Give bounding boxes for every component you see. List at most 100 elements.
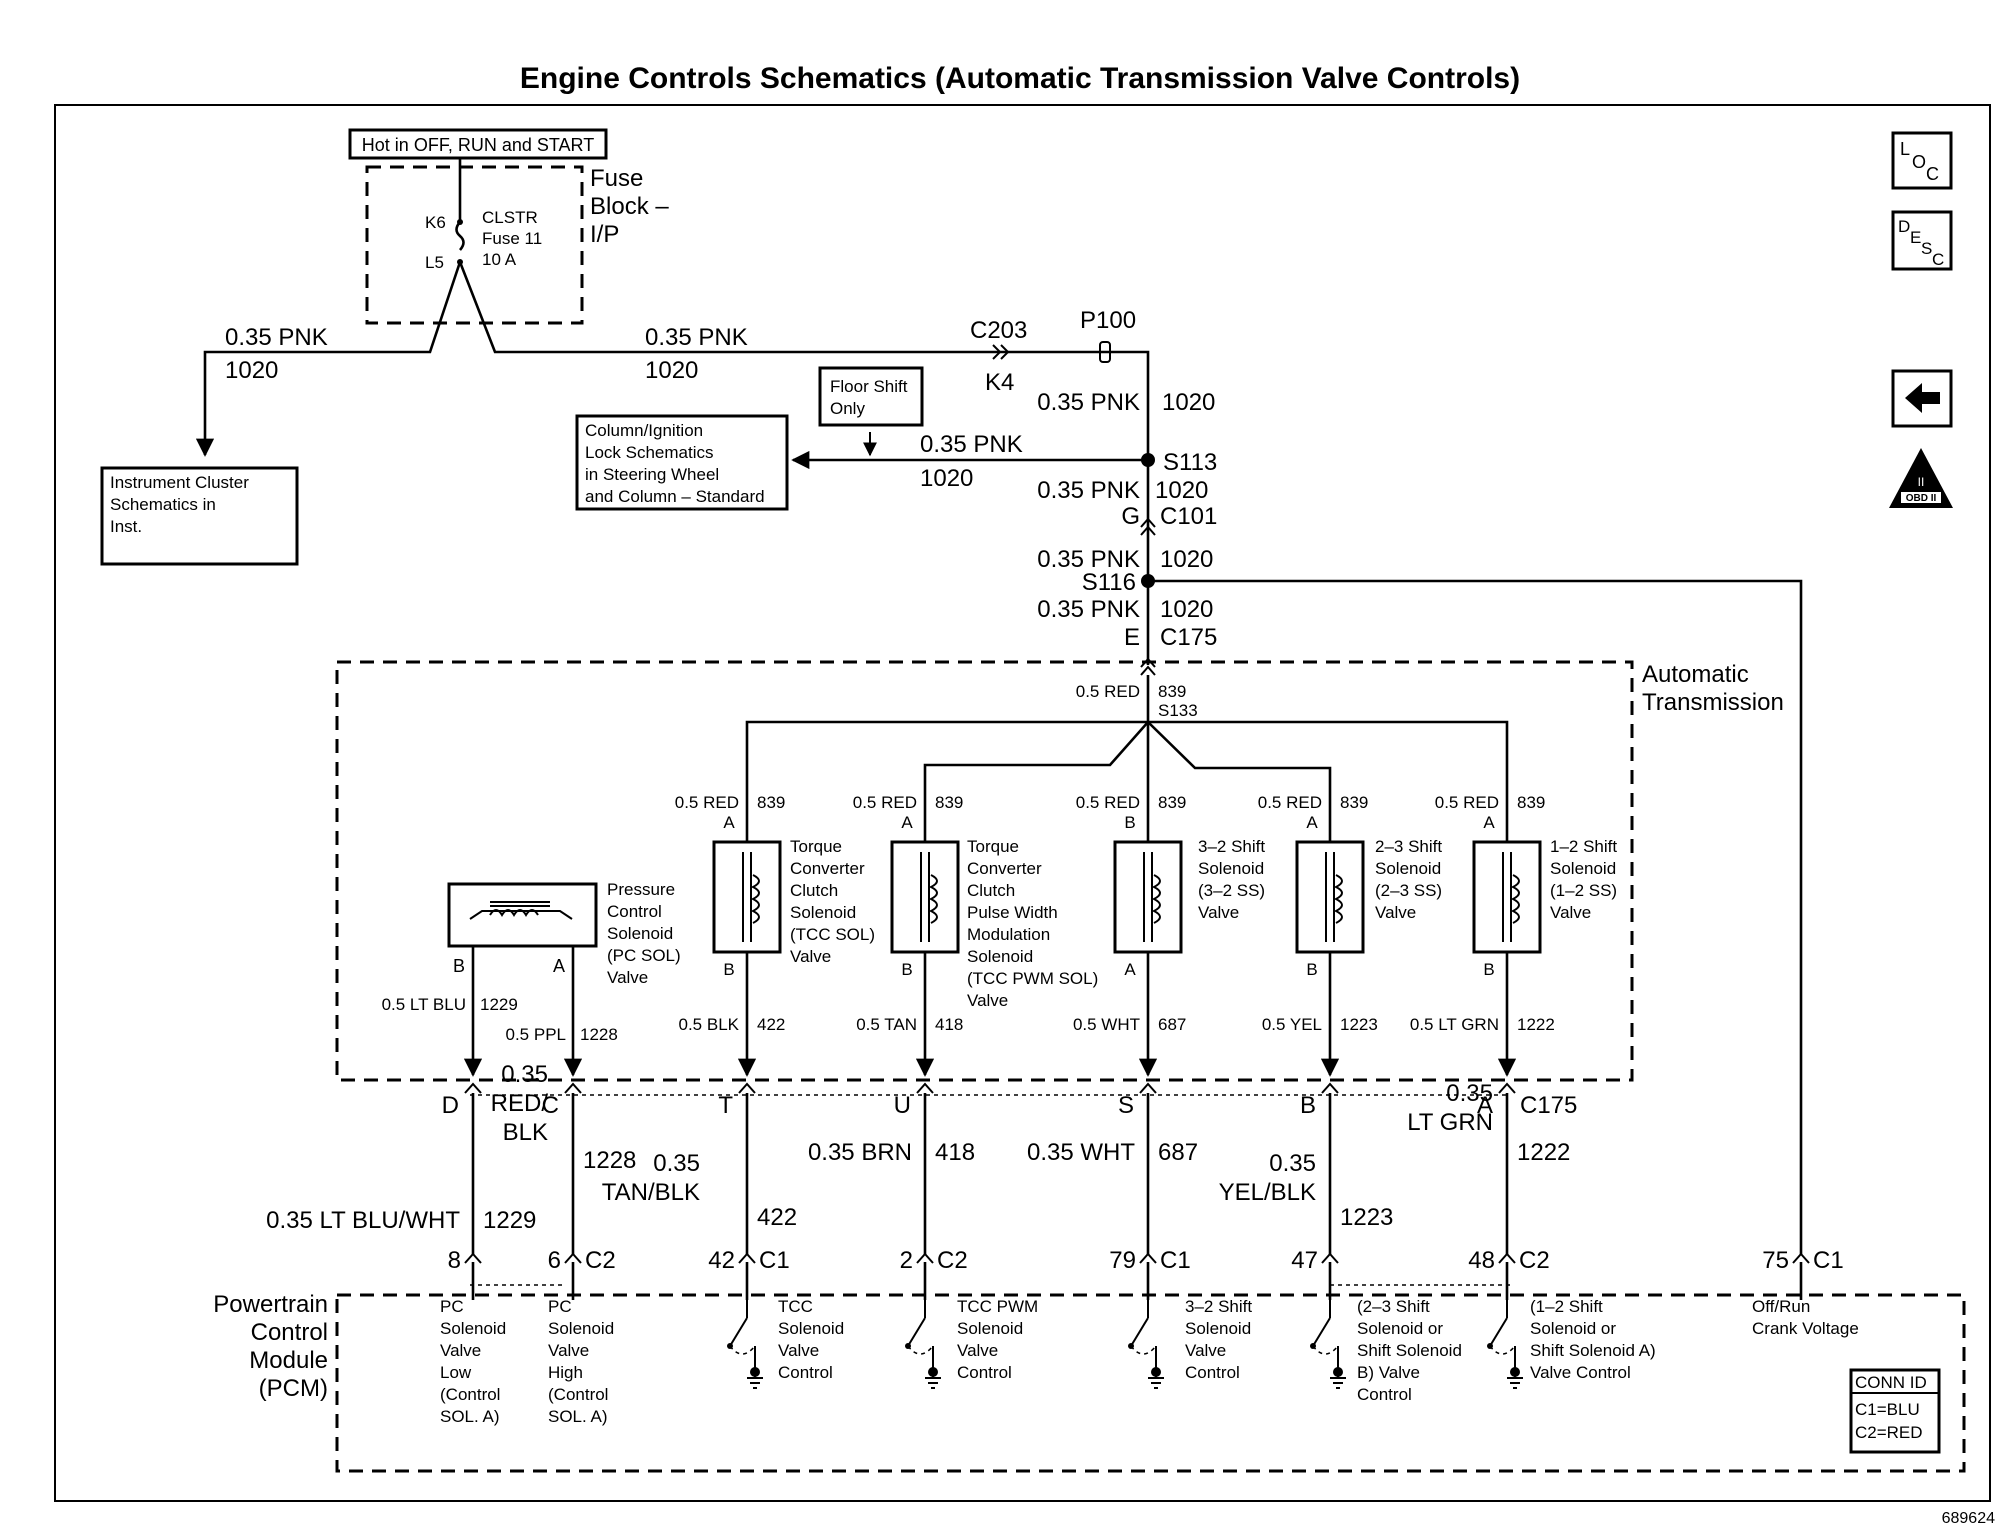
- switch-dotted: [729, 1345, 756, 1355]
- solenoid-body: [890, 840, 960, 954]
- pcm-pin: 47: [1291, 1247, 1318, 1274]
- circuit-label: 1020: [1160, 546, 1213, 573]
- switch-dotted: [1130, 1345, 1157, 1355]
- conn-id-c1: C1=BLU: [1855, 1400, 1920, 1419]
- splice-label: S133: [1158, 701, 1198, 720]
- circuit-label: 1020: [645, 357, 698, 384]
- wire-label: 0.5 RED: [1258, 793, 1322, 812]
- solenoid-name: (1–2 SS): [1550, 881, 1617, 900]
- circuit-label: 1222: [1517, 1015, 1555, 1034]
- pcm-function: TCC PWM: [957, 1297, 1038, 1316]
- connector-pin: D: [442, 1092, 459, 1119]
- solenoid-name: Valve: [1550, 903, 1591, 922]
- back-arrow-icon[interactable]: [1891, 369, 1953, 428]
- hot-label-box: [348, 128, 608, 160]
- pcm-function: Control: [1357, 1385, 1412, 1404]
- solenoid-core: [1143, 852, 1153, 942]
- wire-label: 0.35 WHT: [1027, 1139, 1135, 1166]
- solenoid-name: Converter: [967, 859, 1042, 878]
- loc-icon[interactable]: LOC: [1891, 131, 1953, 190]
- pcm-function: (Control: [440, 1385, 500, 1404]
- solenoid-core: [1502, 852, 1512, 942]
- connector-arrow: [738, 1252, 756, 1264]
- box-line: Only: [830, 399, 865, 418]
- ground-icon: [750, 1367, 760, 1377]
- wire-label: 0.35 PNK: [1037, 596, 1140, 623]
- pcm-function: Valve Control: [1530, 1363, 1631, 1382]
- connector-pin: G: [1121, 503, 1140, 530]
- p100-icon: [1099, 341, 1111, 363]
- solenoid-name: (TCC PWM SOL): [967, 969, 1098, 988]
- wire-label: 0.5 RED: [853, 793, 917, 812]
- switch-dotted: [1489, 1345, 1516, 1355]
- circuit-label: 1223: [1340, 1204, 1393, 1231]
- solenoid-name: Clutch: [967, 881, 1015, 900]
- pcm-function: Valve: [957, 1341, 998, 1360]
- pcm-outline: [335, 1293, 1966, 1473]
- wire-label: TAN/BLK: [602, 1179, 700, 1206]
- circuit-label: 839: [1340, 793, 1368, 812]
- box-line: Schematics in: [110, 495, 216, 514]
- connector-label: C203: [970, 317, 1027, 344]
- obd-ii-icon: OBD II II: [1889, 448, 1953, 508]
- solenoid-name: Solenoid: [1198, 859, 1264, 878]
- connector-pin: E: [1124, 624, 1140, 651]
- ground-icon: [1330, 1377, 1346, 1389]
- connector-arrow: [738, 1082, 756, 1094]
- circuit-label: 1228: [580, 1025, 618, 1044]
- circuit-label: 1223: [1340, 1015, 1378, 1034]
- switch-icon: [729, 1317, 748, 1347]
- solenoid-name: Valve: [1198, 903, 1239, 922]
- column-lock-box[interactable]: [575, 414, 789, 511]
- svg-text:L: L: [1900, 139, 1910, 159]
- circuit-label: 422: [757, 1204, 797, 1231]
- wire-label: 0.35 LT BLU/WHT: [266, 1207, 460, 1234]
- pcm-name: Module: [249, 1347, 328, 1374]
- circuit-label: 1222: [1517, 1139, 1570, 1166]
- connector-pin: A: [1477, 1092, 1493, 1119]
- connector-arrow: [564, 1082, 582, 1094]
- pin-label: B: [1483, 960, 1494, 979]
- wire-label: 0.5 WHT: [1073, 1015, 1140, 1034]
- pin-label: A: [1483, 813, 1495, 832]
- pcm-pin: 6: [548, 1247, 561, 1274]
- wire-label: RED/: [491, 1090, 549, 1117]
- wire-label: 0.5 RED: [1076, 682, 1140, 701]
- circuit-label: 1020: [1160, 596, 1213, 623]
- connector-label: C175: [1160, 624, 1217, 651]
- connector-arrow: [464, 1082, 482, 1094]
- pcm-connector: C2: [937, 1247, 968, 1274]
- circuit-label: 1228: [583, 1147, 636, 1174]
- svg-text:S: S: [1921, 239, 1932, 258]
- auto-trans-label: Automatic: [1642, 661, 1749, 688]
- wire-label: 0.35 PNK: [1037, 546, 1140, 573]
- pcm-function: Valve: [778, 1341, 819, 1360]
- solenoid-name: Pulse Width: [967, 903, 1058, 922]
- circuit-label: 1020: [1162, 389, 1215, 416]
- wire-label: 0.5 TAN: [856, 1015, 917, 1034]
- conn-id-box: [1849, 1368, 1941, 1454]
- wire-label: 0.35: [501, 1061, 548, 1088]
- pcm-function: PC: [440, 1297, 464, 1316]
- ground-icon: [1151, 1367, 1161, 1377]
- instrument-cluster-box[interactable]: [100, 466, 299, 566]
- solenoid-name: Solenoid: [967, 947, 1033, 966]
- pcm-connector: C1: [1160, 1247, 1191, 1274]
- fuse-block-name-1: Fuse: [590, 165, 643, 192]
- wire-label: LT GRN: [1407, 1109, 1493, 1136]
- pressure-control-solenoid[interactable]: [447, 882, 598, 948]
- ground-icon: [1510, 1367, 1520, 1377]
- solenoid-name: Control: [607, 902, 662, 921]
- solenoid-name: Torque: [790, 837, 842, 856]
- diagram-frame: [54, 104, 1991, 1502]
- solenoid-body: [1295, 840, 1365, 954]
- pcm-function: Solenoid: [440, 1319, 506, 1338]
- pcm-function: Control: [1185, 1363, 1240, 1382]
- auto-trans-label: Transmission: [1642, 689, 1784, 716]
- solenoid-body: [712, 840, 782, 954]
- solenoid-core: [1325, 852, 1335, 942]
- box-line: Column/Ignition: [585, 421, 703, 440]
- wire-label: 0.5 BLK: [679, 1015, 740, 1034]
